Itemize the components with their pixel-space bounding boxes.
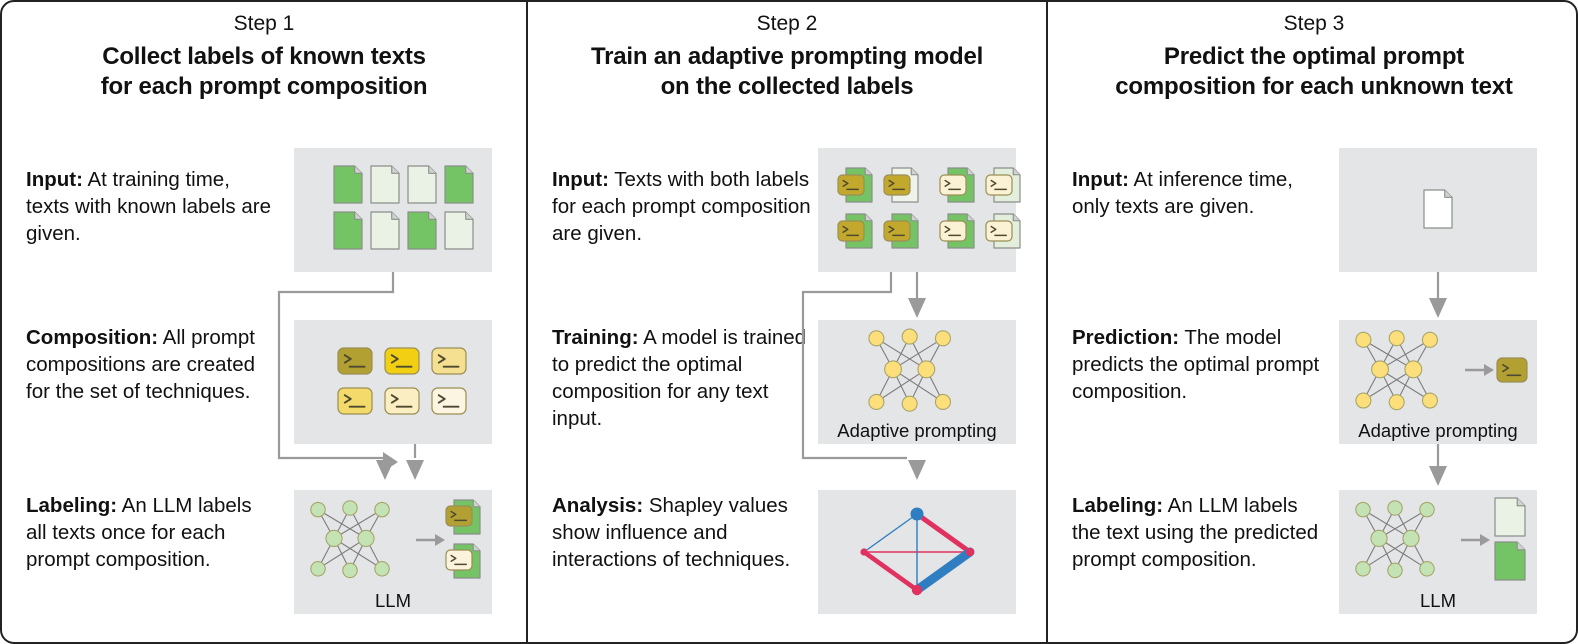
step-title-line: Collect labels of known texts: [102, 43, 426, 70]
panel-caption: LLM: [1420, 590, 1456, 611]
step-column-3: Step 3 Predict the optimal prompt compos…: [1048, 2, 1576, 642]
row-text-labeling: Labeling: An LLM labels the text using t…: [1072, 492, 1322, 573]
prompt-composition-panel: [294, 320, 492, 444]
adaptive-prompting-graphic: [868, 328, 951, 412]
row-text-analysis: Analysis: Shapley values show influence …: [552, 492, 817, 573]
llm-panel: LLM: [294, 490, 492, 614]
row-label: Labeling:: [26, 494, 118, 517]
row-label: Analysis:: [552, 494, 644, 517]
column-divider-2: [1046, 2, 1048, 642]
row-body: At inference time, only texts are given.: [1072, 168, 1294, 219]
row-label: Prediction:: [1072, 326, 1180, 349]
step-label: Step 2: [756, 12, 818, 35]
doc-grid-graphic: [333, 165, 474, 250]
row-body: All prompt compositions are created for …: [26, 326, 256, 404]
row-label: Training:: [552, 326, 639, 349]
step-label: Step 3: [1283, 12, 1345, 35]
pair-grid-graphic: [837, 167, 1021, 249]
row-text-input: Input: At inference time, only texts are…: [1072, 166, 1322, 220]
step-title: Collect labels of known texts for each p…: [12, 42, 516, 102]
row-text-composition: Composition: All prompt compositions are…: [26, 324, 276, 405]
step-title-line: Train an adaptive prompting model: [590, 43, 984, 70]
llm-graphic: [310, 499, 481, 579]
known-texts-panel: [294, 148, 492, 272]
step-column-2: Step 2 Train an adaptive prompting model…: [528, 2, 1046, 642]
row-text-input: Input: Texts with both labels for each p…: [552, 166, 817, 247]
row-text-labeling: Labeling: An LLM labels all texts once f…: [26, 492, 276, 573]
row-text-input: Input: At training time, texts with know…: [26, 166, 276, 247]
adaptive-prompting-panel: Adaptive prompting: [818, 320, 1016, 444]
row-body: An LLM labels the text using the predict…: [1072, 494, 1319, 572]
single-doc-graphic: [1423, 189, 1453, 229]
row-label: Labeling:: [1072, 494, 1164, 517]
llm-panel: LLM: [1339, 490, 1537, 614]
adaptive-prompting-graphic: [1355, 330, 1528, 411]
step-title-line: Predict the optimal prompt: [1163, 43, 1465, 70]
row-body: Shapley values show influence and intera…: [552, 494, 791, 572]
row-label: Composition:: [26, 326, 159, 349]
panel-caption: Adaptive prompting: [1358, 420, 1518, 441]
row-body: The model predicts the optimal prompt co…: [1072, 326, 1320, 404]
row-text-prediction: Prediction: The model predicts the optim…: [1072, 324, 1322, 405]
prompt-grid-graphic: [337, 347, 467, 415]
step-title: Predict the optimal prompt composition f…: [1058, 42, 1570, 102]
panel-caption: LLM: [375, 590, 411, 611]
llm-graphic: [1355, 497, 1526, 581]
step-label: Step 1: [233, 12, 295, 35]
row-body: At training time, texts with known label…: [26, 168, 271, 246]
step-column-1: Step 1 Collect labels of known texts for…: [2, 2, 526, 642]
step-title-line: for each prompt composition: [100, 73, 428, 100]
row-body: An LLM labels all texts once for each pr…: [26, 494, 252, 572]
adaptive-prompting-panel: Adaptive prompting: [1339, 320, 1537, 444]
row-label: Input:: [552, 168, 609, 191]
shapley-graph-panel: [818, 490, 1016, 614]
step-title-line: on the collected labels: [660, 73, 914, 100]
column-divider-1: [526, 2, 528, 642]
row-text-training: Training: A model is trained to predict …: [552, 324, 817, 432]
labeled-texts-panel: [818, 148, 1021, 272]
row-label: Input:: [26, 168, 83, 191]
step-title: Train an adaptive prompting model on the…: [538, 42, 1036, 102]
unknown-text-panel: [1339, 148, 1537, 272]
row-label: Input:: [1072, 168, 1129, 191]
panel-caption: Adaptive prompting: [837, 420, 997, 441]
step-title-line: composition for each unknown text: [1115, 73, 1513, 100]
shapley-graph-graphic: [860, 507, 975, 596]
row-body: Texts with both labels for each prompt c…: [552, 168, 811, 246]
row-body: A model is trained to predict the optima…: [552, 326, 807, 431]
